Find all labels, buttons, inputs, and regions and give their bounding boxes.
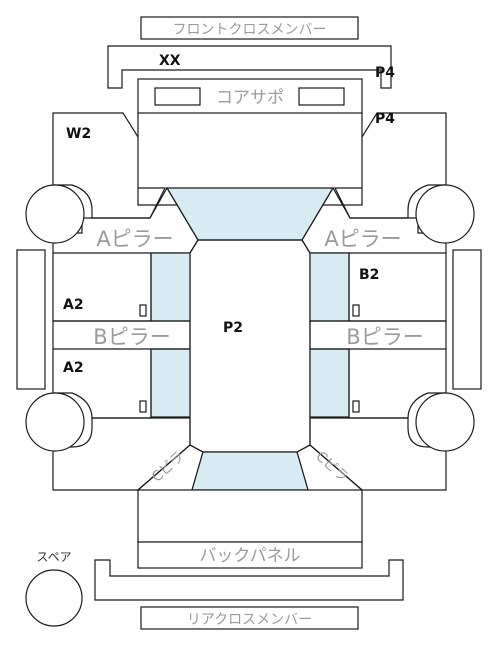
spare-label: スペア [36, 550, 71, 564]
right-headlight[interactable] [298, 87, 345, 106]
left-rear-window[interactable] [150, 348, 191, 418]
c-pillar-right-label: Cピラ [312, 448, 351, 485]
left-rear-door-handle[interactable] [139, 400, 147, 413]
core-support-label: コアサポ [216, 88, 284, 108]
b-pillar-left-label: Bピラー [93, 325, 170, 349]
rear-window[interactable] [191, 451, 309, 491]
grade-p4-bumper-corner: P4 [375, 65, 395, 81]
grade-p2-roof: P2 [223, 320, 243, 336]
back-panel-box[interactable] [137, 541, 363, 569]
right-b-pillar-band[interactable] [309, 320, 447, 350]
left-front-window[interactable] [150, 252, 191, 322]
left-front-tire[interactable] [25, 184, 85, 244]
back-panel-label: バックパネル [199, 546, 300, 566]
right-side-sill[interactable] [452, 249, 482, 390]
front-cross-member-label: フロントクロスメンバー [173, 22, 327, 38]
right-front-door[interactable] [348, 253, 447, 322]
windshield[interactable] [165, 187, 335, 241]
trunk-lid[interactable] [137, 489, 363, 543]
right-rear-door-handle[interactable] [352, 400, 360, 413]
rear-cross-member-box[interactable] [140, 606, 359, 630]
right-front-door-handle[interactable] [352, 304, 360, 317]
right-front-tire[interactable] [415, 184, 475, 244]
left-front-door-handle[interactable] [139, 304, 147, 317]
left-b-pillar-band[interactable] [52, 320, 191, 350]
spare-tire[interactable] [25, 569, 83, 627]
front-cross-member-box[interactable] [140, 16, 359, 40]
grade-a2-left-rear-door: A2 [63, 360, 84, 376]
grade-b2-right-front-door: B2 [359, 267, 379, 283]
right-rear-window[interactable] [309, 348, 350, 418]
c-pillar-left-label: Cピラ [149, 448, 188, 485]
left-headlight[interactable] [154, 87, 201, 106]
left-rear-tire[interactable] [25, 392, 85, 452]
rear-bumper-outline[interactable] [94, 559, 404, 601]
grade-p4-right-fender: P4 [375, 111, 395, 127]
b-pillar-right-label: Bピラー [346, 325, 423, 349]
a-pillar-left-label: Aピラー [96, 227, 173, 251]
left-side-sill[interactable] [16, 249, 46, 390]
front-bumper-outline[interactable] [107, 45, 392, 89]
grade-a2-left-front-door: A2 [63, 297, 84, 313]
grade-xx-bumper: XX [159, 53, 181, 69]
right-front-window[interactable] [309, 252, 350, 322]
a-pillar-right-label: Aピラー [324, 227, 401, 251]
roof-panel[interactable] [189, 239, 311, 453]
grade-w2-left-fender: W2 [66, 126, 91, 142]
rear-cross-member-label: リアクロスメンバー [187, 612, 312, 628]
right-rear-tire[interactable] [415, 392, 475, 452]
